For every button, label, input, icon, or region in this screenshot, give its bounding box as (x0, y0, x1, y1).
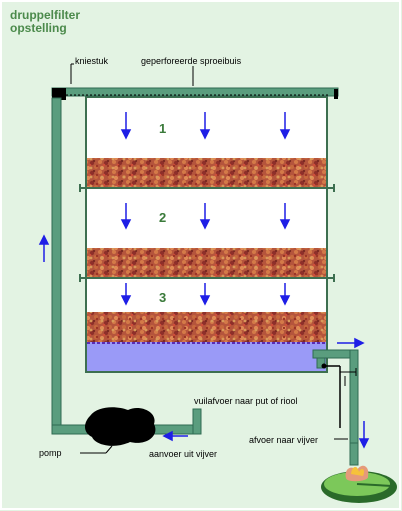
label-aanvoer: aanvoer uit vijver (149, 449, 218, 459)
filter-media-layer-1 (87, 158, 326, 187)
compartment-number-2: 2 (159, 210, 167, 225)
title-line-2: opstelling (10, 21, 67, 35)
overflow-pipe (312, 349, 356, 359)
compartment-dividers (79, 184, 335, 282)
drain-valve (321, 363, 327, 369)
inlet-left-arrow (162, 430, 188, 442)
inlet-riser (192, 408, 202, 435)
flow-arrows (120, 112, 291, 306)
return-pipe-end (349, 442, 359, 466)
diagram-title: druppelfilter opstelling (10, 9, 80, 35)
drain-stub (316, 357, 326, 369)
return-pipe (349, 349, 359, 451)
water-lily-icon (321, 465, 397, 503)
filter-media-layer-2 (87, 248, 326, 278)
filter-media-layer-3 (87, 312, 326, 342)
compartment-number-3: 3 (159, 290, 167, 305)
return-down-arrow (358, 421, 370, 449)
water-reservoir (87, 342, 326, 371)
elbow-joint (52, 88, 66, 100)
riser-up-arrow (38, 234, 50, 262)
label-afvoer: afvoer naar vijver (249, 435, 319, 445)
label-sproeibuis: geperforeerde sproeibuis (141, 56, 242, 66)
title-line-1: druppelfilter (10, 8, 81, 22)
outflow-right-arrow (337, 337, 365, 349)
label-kniestuk: kniestuk (75, 56, 109, 66)
compartment-number-1: 1 (159, 121, 167, 136)
label-pomp: pomp (39, 448, 62, 458)
leader-lines (70, 63, 348, 454)
pipe-end-cap (334, 89, 338, 99)
pump (85, 407, 156, 446)
riser-pipe (51, 97, 62, 434)
pond-inlet-pipe (149, 424, 199, 435)
label-vuilafvoer: vuilafvoer naar put of riool (194, 396, 298, 406)
